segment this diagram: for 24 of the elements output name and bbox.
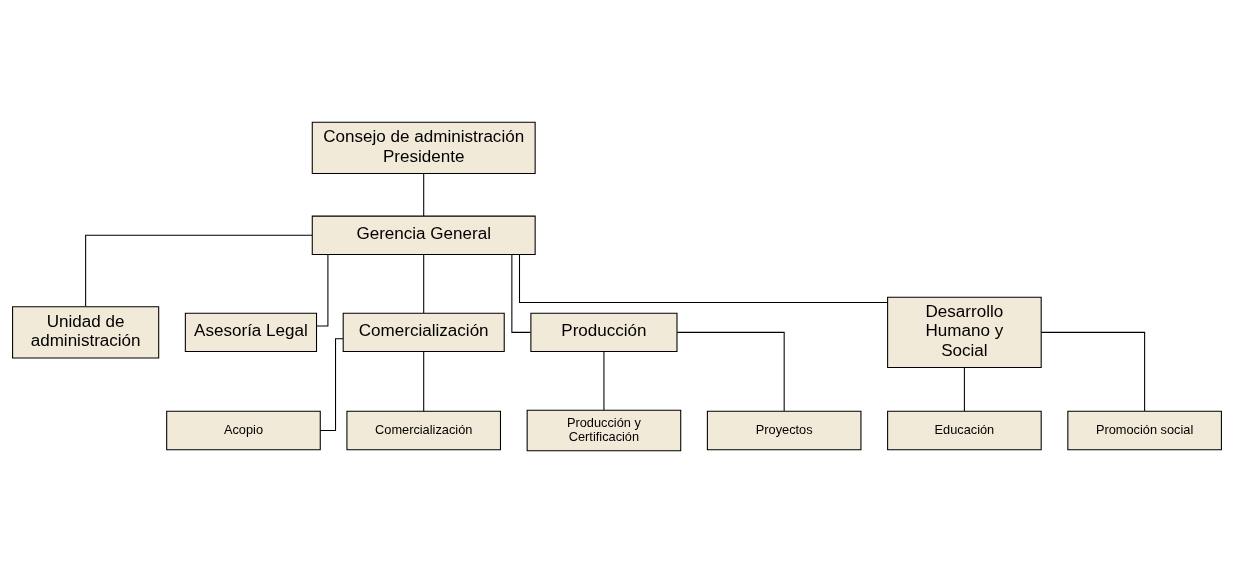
node-box: Comercialización [342,312,505,352]
node-box: Desarrollo Humano y Social [887,296,1042,368]
node-box: Promoción social [1067,410,1222,450]
connector [423,253,425,314]
connector [518,253,888,303]
connector [316,253,329,326]
node-box: Proyectos [706,410,862,450]
node-box: Acopio [166,410,321,450]
connector [603,350,605,411]
connector [85,234,313,307]
connector [423,350,425,412]
node-box: Unidad de administración [12,305,160,358]
node-box: Producción y Certificación [526,409,682,451]
node-box: Educación [887,410,1042,450]
node-box: Gerencia General [311,215,536,255]
node-box: Asesoría Legal [184,312,318,352]
node-box: Consejo de administración Presidente [311,121,536,174]
node-box: Comercialización [346,410,502,450]
connector [511,253,532,333]
connector [963,366,965,412]
connector [1040,331,1146,412]
connector [676,331,785,412]
node-box: Producción [530,312,678,352]
connector [423,172,425,217]
